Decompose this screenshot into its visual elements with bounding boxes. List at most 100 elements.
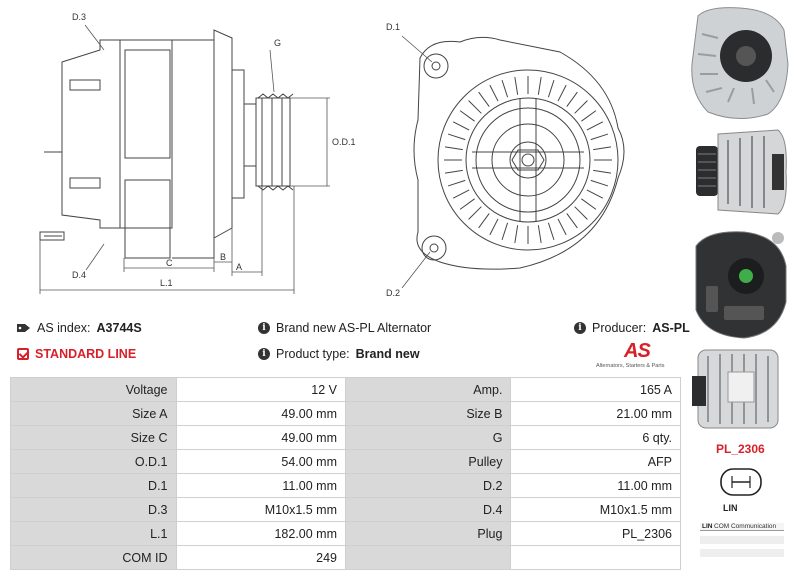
fan-slot (478, 213, 490, 229)
label-d2: D.2 (386, 288, 400, 298)
spec-label (344, 545, 512, 570)
label-l1: L.1 (160, 278, 173, 288)
fan-slot (593, 169, 612, 174)
com-key: LIN (702, 523, 713, 530)
fan-slot (514, 225, 519, 244)
spec-label: Amp. (344, 377, 512, 402)
fan-slot (447, 133, 466, 141)
fan-slot (478, 91, 490, 107)
check-icon (17, 348, 29, 360)
label-od1: O.D.1 (332, 137, 356, 147)
spec-label: O.D.1 (10, 449, 177, 474)
spec-label: Plug (344, 521, 512, 546)
producer-label: Producer: (592, 321, 647, 335)
spec-label: Size A (10, 401, 177, 426)
product-type: i Product type: Brand new (258, 347, 420, 361)
label-d3: D.3 (72, 12, 86, 22)
spec-value: 21.00 mm (510, 401, 681, 426)
spec-label: D.1 (10, 473, 177, 498)
fan-slot (514, 76, 519, 95)
alternator-photo-back (688, 226, 792, 342)
com-row (700, 536, 784, 544)
spec-label: D.2 (344, 473, 512, 498)
as-index-value: A3744S (96, 321, 142, 335)
spec-value: 49.00 mm (175, 425, 346, 450)
as-logo: AS Alternators, Starters & Parts (596, 340, 680, 370)
spec-label: L.1 (10, 521, 177, 546)
alternator-photo-front (688, 346, 792, 436)
fan-slot (574, 206, 588, 220)
brand-label: Brand new AS-PL Alternator (276, 321, 432, 335)
fan-slot (593, 146, 612, 151)
fan-slot (590, 179, 609, 187)
fan-slot (444, 146, 463, 151)
fan-slot (574, 100, 588, 114)
spec-label: Voltage (10, 377, 177, 402)
alternator-drawing: D.3 D.4 G O.D.1 C B A L.1 D.1 D.2 (39, 12, 625, 298)
producer-value: AS-PL (652, 321, 690, 335)
fan-slot (468, 206, 482, 220)
spec-value (510, 545, 681, 570)
fan-slot (557, 84, 567, 102)
technical-drawings: D.3 D.4 G O.D.1 C B A L.1 D.1 D.2 (0, 0, 680, 305)
fan-slot (547, 79, 555, 98)
fan-slot (459, 110, 475, 122)
spec-label: G (344, 425, 512, 450)
as-index: AS index: A3744S (17, 321, 142, 335)
fan-slot (586, 189, 604, 199)
logo-mark: AS (624, 340, 651, 362)
fan-slot (581, 198, 597, 210)
fan-slot (444, 169, 463, 174)
spec-value: 12 V (175, 377, 346, 402)
fan-slot (489, 84, 499, 102)
brand-info: i Brand new AS-PL Alternator (258, 321, 431, 335)
fan-slot (501, 222, 509, 241)
alternator-photo-rear (688, 4, 792, 122)
com-row (700, 549, 784, 557)
spec-value: M10x1.5 mm (175, 497, 346, 522)
info-icon: i (574, 322, 586, 334)
spec-value: 249 (175, 545, 346, 570)
fan-slot (586, 121, 604, 131)
fan-slot (566, 213, 578, 229)
spec-value: 165 A (510, 377, 681, 402)
fan-slot (581, 110, 597, 122)
fan-slot (590, 133, 609, 141)
as-index-label: AS index: (37, 321, 91, 335)
plug-pin-label: LIN (723, 503, 738, 513)
fan-slot (452, 121, 470, 131)
spec-value: PL_2306 (510, 521, 681, 546)
standard-line-label: STANDARD LINE (35, 347, 137, 361)
spec-label: Size B (344, 401, 512, 426)
spec-value: AFP (510, 449, 681, 474)
spec-value: 54.00 mm (175, 449, 346, 474)
label-c: C (166, 258, 173, 268)
spec-label: D.3 (10, 497, 177, 522)
spec-value: 49.00 mm (175, 401, 346, 426)
alternator-photo-side (688, 124, 792, 220)
fan-slot (447, 179, 466, 187)
line-type: STANDARD LINE (17, 347, 136, 361)
fan-slot (566, 91, 578, 107)
spec-value: 11.00 mm (175, 473, 346, 498)
plug-name: PL_2306 (716, 442, 765, 456)
fan-slot (547, 222, 555, 241)
fan-slot (557, 218, 567, 236)
fan-slot (459, 198, 475, 210)
com-value: COM Communication (714, 523, 777, 530)
label-a: A (236, 262, 242, 272)
spec-label: D.4 (344, 497, 512, 522)
info-icon: i (258, 348, 270, 360)
fan-slot (537, 225, 542, 244)
